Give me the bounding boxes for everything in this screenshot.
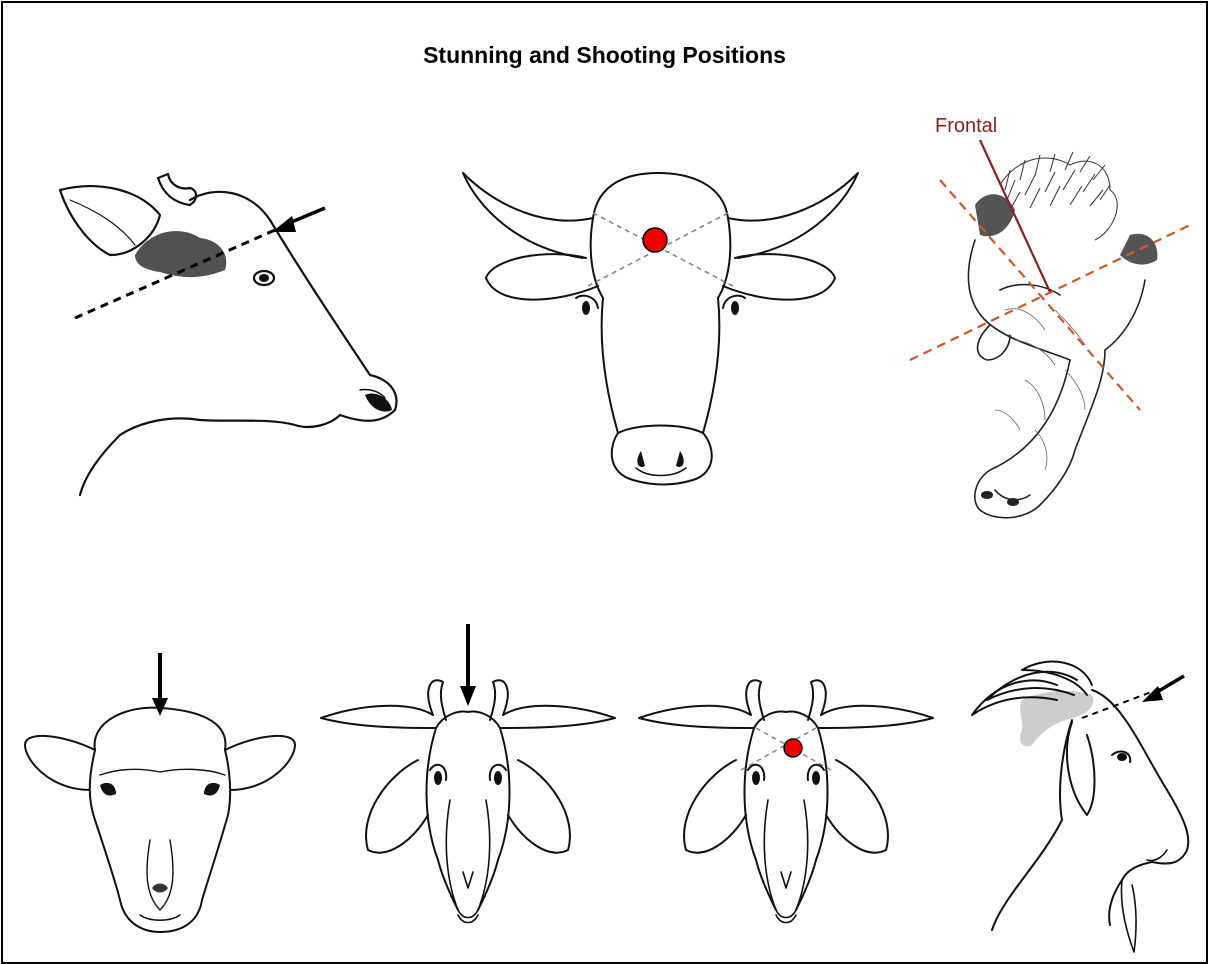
arrow-icon — [152, 653, 168, 716]
goat-side-panel — [962, 640, 1197, 960]
sheep-front-illustration — [20, 650, 300, 950]
arrow-icon — [1142, 676, 1184, 702]
cow-side-illustration — [40, 160, 420, 500]
arrow-icon — [272, 208, 325, 232]
cow-front-illustration — [458, 168, 863, 498]
goat-front-frontal-illustration — [636, 660, 936, 960]
frontal-label: Frontal — [935, 115, 997, 137]
guide-lines — [910, 180, 1190, 410]
goat-front-poll-illustration — [318, 620, 618, 940]
target-dot — [784, 739, 802, 757]
figure-title: Stunning and Shooting Positions — [0, 42, 1209, 69]
pig-front-illustration: Frontal — [895, 110, 1200, 530]
pig-front-panel: Frontal — [895, 110, 1200, 530]
goat-side-illustration — [962, 640, 1197, 960]
sheep-front-panel — [20, 650, 300, 950]
cow-side-panel — [40, 160, 420, 500]
arrow-icon — [460, 624, 476, 706]
cow-front-panel — [458, 168, 863, 498]
goat-front-frontal-panel — [636, 660, 936, 960]
goat-front-poll-panel — [318, 620, 618, 940]
target-dot — [643, 228, 667, 252]
